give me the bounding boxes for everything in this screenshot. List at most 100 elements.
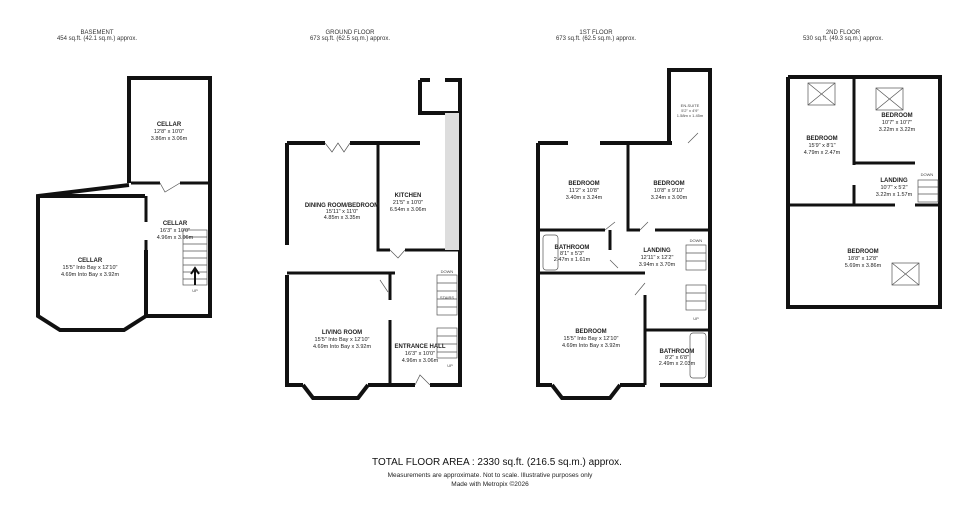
svg-text:10'7" x 10'7": 10'7" x 10'7": [882, 120, 912, 126]
credit: Made with Metropix ©2026: [451, 480, 529, 488]
svg-text:11'2" x 10'8": 11'2" x 10'8": [569, 188, 599, 194]
svg-text:3.86m x 3.06m: 3.86m x 3.06m: [151, 136, 188, 142]
room-label: BEDROOM 18'8" x 12'8" 5.69m x 3.86m: [845, 249, 882, 269]
stair-arrow-icon: [190, 266, 200, 285]
up-label: UP: [693, 316, 699, 321]
svg-text:4.85m x 3.35m: 4.85m x 3.35m: [324, 215, 361, 221]
svg-text:15'5" Into Bay x 12'10": 15'5" Into Bay x 12'10": [315, 337, 370, 343]
svg-text:10'8" x 9'10": 10'8" x 9'10": [654, 188, 684, 194]
skylight-icon: [875, 87, 904, 111]
floor-area-basement: 454 sq.ft. (42.1 sq.m.) approx.: [57, 36, 137, 42]
svg-text:3.22m x 3.22m: 3.22m x 3.22m: [879, 127, 916, 133]
floor-title-ground: GROUND FLOOR: [325, 30, 375, 36]
svg-text:15'5" Into Bay x 12'10": 15'5" Into Bay x 12'10": [564, 336, 619, 342]
svg-text:ENTRANCE HALL: ENTRANCE HALL: [395, 344, 446, 350]
floor-title-first: 1ST FLOOR: [579, 30, 613, 36]
svg-text:BEDROOM: BEDROOM: [847, 249, 878, 255]
svg-text:21'5" x 10'0": 21'5" x 10'0": [393, 200, 423, 206]
room-label: BEDROOM 10'8" x 9'10" 3.24m x 3.00m: [651, 181, 688, 201]
svg-text:CELLAR: CELLAR: [163, 221, 188, 227]
up-label: UP: [447, 363, 453, 368]
svg-text:2.49m x 2.03m: 2.49m x 2.03m: [659, 361, 696, 367]
svg-text:4.69m Into Bay x 3.92m: 4.69m Into Bay x 3.92m: [313, 344, 372, 350]
svg-text:4.96m x 3.06m: 4.96m x 3.06m: [402, 358, 439, 364]
svg-text:BEDROOM: BEDROOM: [881, 113, 912, 119]
svg-text:BEDROOM: BEDROOM: [575, 329, 606, 335]
bath-icon: [542, 234, 559, 271]
total-floor-area: TOTAL FLOOR AREA : 2330 sq.ft. (216.5 sq…: [372, 457, 622, 468]
svg-text:4.69m Into Bay x 3.92m: 4.69m Into Bay x 3.92m: [61, 272, 120, 278]
svg-text:CELLAR: CELLAR: [78, 258, 103, 264]
svg-text:EN-SUITE: EN-SUITE: [681, 103, 700, 108]
room-label: DINING ROOM/BEDROOM 15'11" x 11'0" 4.85m…: [305, 203, 379, 221]
floor-area-second: 530 sq.ft. (49.3 sq.m.) approx.: [803, 36, 883, 42]
floor-headers: BASEMENT 454 sq.ft. (42.1 sq.m.) approx.…: [57, 30, 883, 42]
svg-text:8'2" x 6'8": 8'2" x 6'8": [665, 355, 689, 361]
stairs-label: STAIRS: [440, 295, 454, 300]
svg-text:3.24m x 3.00m: 3.24m x 3.00m: [651, 195, 688, 201]
room-label: KITCHEN 21'5" x 10'0" 6.54m x 3.06m: [390, 193, 427, 213]
stairs: UP: [182, 229, 208, 293]
svg-text:LIVING ROOM: LIVING ROOM: [322, 330, 362, 336]
svg-text:6.54m x 3.06m: 6.54m x 3.06m: [390, 207, 427, 213]
svg-text:16'3" x 10'0": 16'3" x 10'0": [160, 228, 190, 234]
floor-title-basement: BASEMENT: [80, 30, 113, 36]
svg-text:1.58m x 1.45m: 1.58m x 1.45m: [677, 113, 704, 118]
svg-text:18'8" x 12'8": 18'8" x 12'8": [848, 256, 878, 262]
kitchen-worktop: [445, 113, 459, 250]
room-label: CELLAR 15'5" Into Bay x 12'10" 4.69m Int…: [61, 258, 120, 278]
second-floor-plan: DOWN BEDROOM 15'9" x 8'1" 4.79m x 2.47m …: [786, 75, 942, 309]
footer: TOTAL FLOOR AREA : 2330 sq.ft. (216.5 sq…: [372, 457, 622, 488]
svg-text:3.22m x 1.57m: 3.22m x 1.57m: [876, 192, 913, 198]
room-label: BEDROOM 15'9" x 8'1" 4.79m x 2.47m: [804, 136, 841, 156]
down-label: DOWN: [690, 238, 703, 243]
basement-plan: UP CELLAR 12'8" x 10'0" 3.86m x 3.06m CE…: [36, 76, 212, 332]
room-label: LIVING ROOM 15'5" Into Bay x 12'10" 4.69…: [313, 330, 372, 350]
stairs: DOWN UP: [685, 238, 707, 321]
svg-text:15'5" Into Bay x 12'10": 15'5" Into Bay x 12'10": [63, 265, 118, 271]
svg-text:BATHROOM: BATHROOM: [660, 349, 695, 355]
svg-text:4.69m Into Bay x 3.92m: 4.69m Into Bay x 3.92m: [562, 343, 621, 349]
svg-text:LANDING: LANDING: [880, 178, 908, 184]
svg-text:16'3" x 10'0": 16'3" x 10'0": [405, 351, 435, 357]
svg-text:CELLAR: CELLAR: [157, 122, 182, 128]
room-label: BEDROOM 10'7" x 10'7" 3.22m x 3.22m: [879, 113, 916, 133]
room-label: CELLAR 12'8" x 10'0" 3.86m x 3.06m: [151, 122, 188, 142]
stairs: DOWN: [917, 172, 939, 203]
svg-text:4.79m x 2.47m: 4.79m x 2.47m: [804, 150, 841, 156]
svg-text:BEDROOM: BEDROOM: [568, 181, 599, 187]
room-label: ENTRANCE HALL 16'3" x 10'0" 4.96m x 3.06…: [395, 344, 446, 364]
room-label: CELLAR 16'3" x 10'0" 4.96m x 3.06m: [157, 221, 194, 241]
svg-text:12'11" x 12'2": 12'11" x 12'2": [641, 255, 674, 261]
floor-title-second: 2ND FLOOR: [826, 30, 861, 36]
up-label: UP: [192, 288, 198, 293]
svg-text:2.47m x 1.61m: 2.47m x 1.61m: [554, 257, 591, 263]
svg-text:3.94m x 3.70m: 3.94m x 3.70m: [639, 262, 676, 268]
room-label: EN-SUITE 5'2" x 4'9" 1.58m x 1.45m: [677, 103, 704, 118]
ground-floor-plan: DOWN STAIRS UP DINING ROOM/BEDROOM 15'11…: [285, 78, 462, 400]
svg-text:15'11" x 11'0": 15'11" x 11'0": [326, 209, 358, 215]
first-floor-plan: DOWN UP EN-SUITE 5'2" x 4'9" 1.58m x 1.4…: [536, 68, 712, 400]
svg-text:3.40m x 3.24m: 3.40m x 3.24m: [566, 195, 603, 201]
room-label: BATHROOM 8'2" x 6'8" 2.49m x 2.03m: [659, 349, 696, 367]
room-label: BEDROOM 11'2" x 10'8" 3.40m x 3.24m: [566, 181, 603, 201]
svg-text:10'7" x 5'2": 10'7" x 5'2": [880, 185, 907, 191]
bath-icon: [689, 332, 707, 379]
svg-text:5.69m x 3.86m: 5.69m x 3.86m: [845, 263, 882, 269]
down-label: DOWN: [921, 172, 934, 177]
svg-text:15'9" x 8'1": 15'9" x 8'1": [808, 143, 835, 149]
svg-text:BATHROOM: BATHROOM: [555, 245, 590, 251]
stairs: DOWN STAIRS UP: [436, 269, 458, 368]
svg-text:5'2" x 4'9": 5'2" x 4'9": [681, 108, 699, 113]
skylight-icon: [807, 82, 836, 106]
svg-text:BEDROOM: BEDROOM: [806, 136, 837, 142]
room-label: BATHROOM 8'1" x 5'3" 2.47m x 1.61m: [554, 245, 591, 263]
svg-text:LANDING: LANDING: [643, 248, 671, 254]
skylight-icon: [891, 262, 920, 286]
svg-text:KITCHEN: KITCHEN: [395, 193, 422, 199]
room-label: LANDING 12'11" x 12'2" 3.94m x 3.70m: [639, 248, 676, 268]
svg-text:12'8" x 10'0": 12'8" x 10'0": [154, 129, 184, 135]
floor-area-first: 673 sq.ft. (62.5 sq.m.) approx.: [556, 36, 636, 42]
floor-area-ground: 673 sq.ft. (62.5 sq.m.) approx.: [310, 36, 390, 42]
